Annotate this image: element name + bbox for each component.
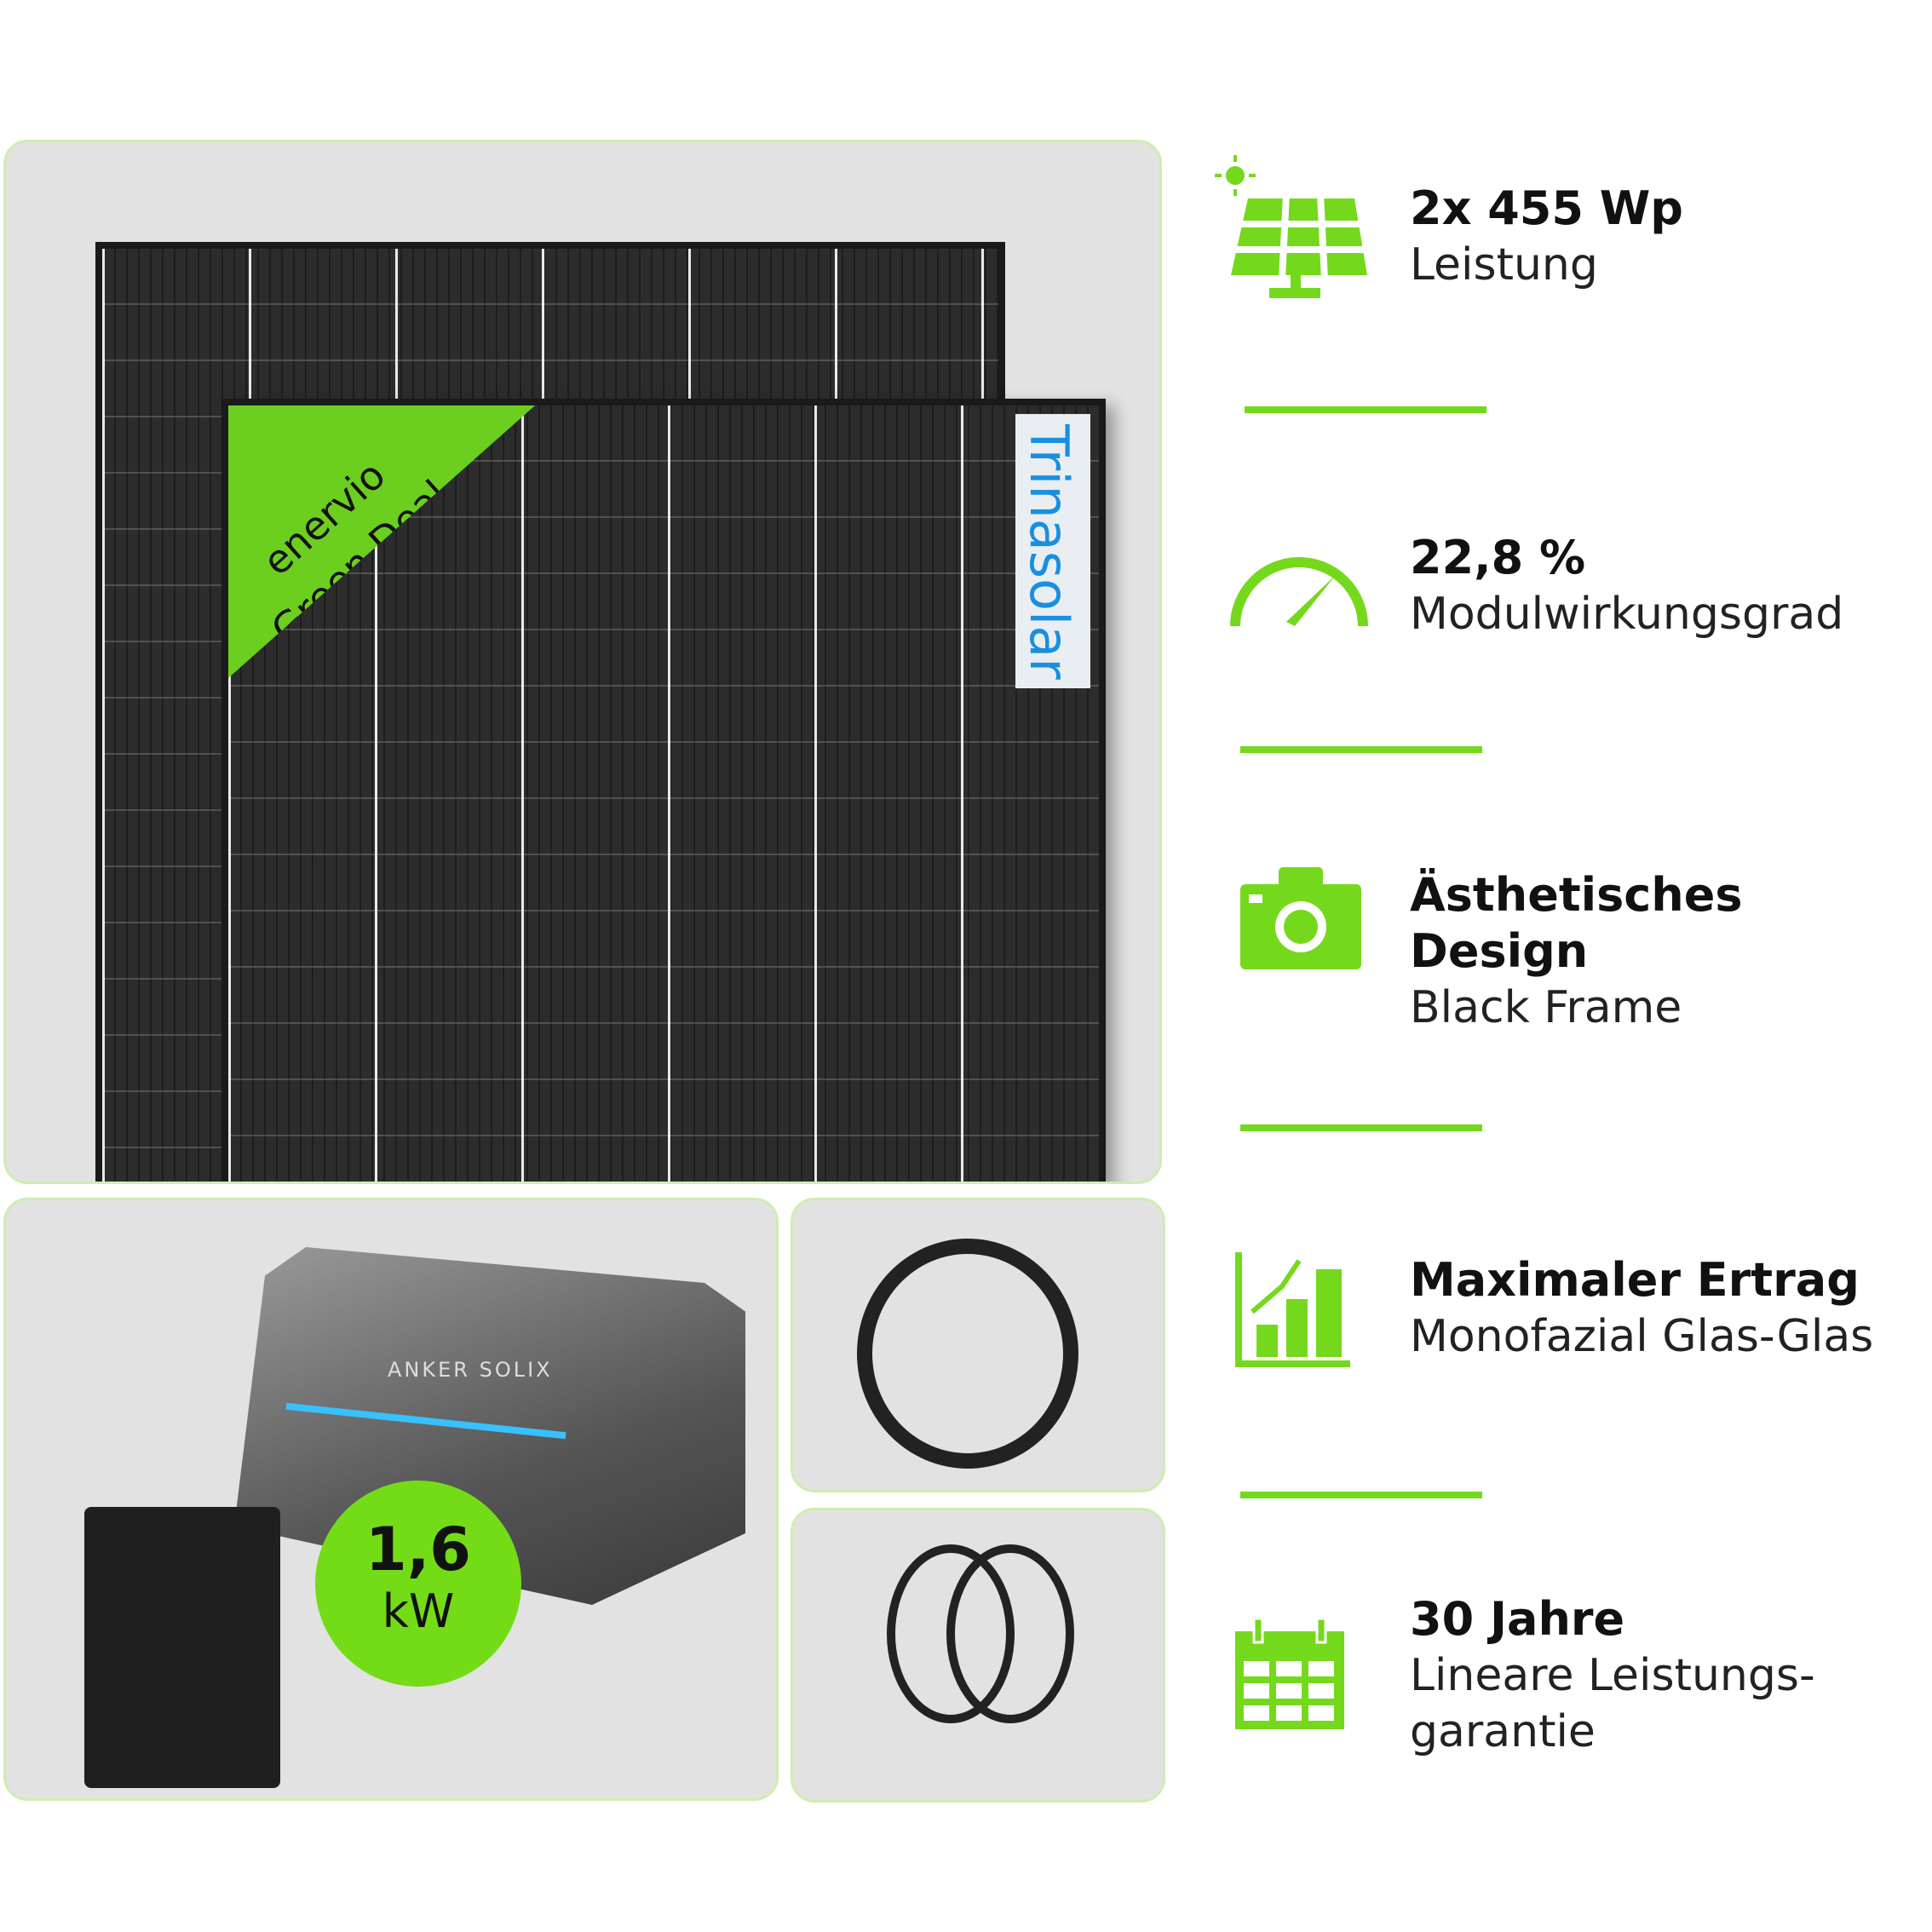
calendar-icon	[1235, 1619, 1344, 1729]
feature-efficiency: 22,8 % Modulwirkungsgrad	[1410, 531, 1844, 640]
green-deal-banner: enervio Green Deal	[228, 405, 535, 678]
trinasolar-label: Trinasolar	[1015, 414, 1090, 688]
camera-icon	[1240, 867, 1361, 969]
divider	[1240, 1492, 1482, 1498]
solar-panel-icon	[1215, 155, 1367, 298]
dc-cable-box	[791, 1508, 1165, 1803]
power-badge: 1,6 kW	[315, 1481, 521, 1687]
front-solar-panel: enervio Green Deal Trinasolar	[221, 399, 1106, 1182]
feature-yield: Maximaler Ertrag Monofazial Glas-Glas	[1410, 1253, 1874, 1362]
speedometer-icon	[1230, 557, 1368, 627]
feature-design: Ästhetisches Design Black Frame	[1410, 868, 1743, 1033]
battery-brand: ANKER SOLIX	[388, 1358, 553, 1382]
divider	[1240, 746, 1482, 753]
bar-chart-icon	[1235, 1252, 1350, 1367]
divider	[1245, 406, 1486, 413]
battery-light-bar	[285, 1402, 566, 1440]
feature-warranty: 30 Jahre Lineare Leistungs- garantie	[1410, 1592, 1815, 1757]
ac-cable-box	[791, 1198, 1165, 1492]
solar-panels-box: enervio Green Deal Trinasolar	[3, 140, 1162, 1184]
power-unit: kW	[382, 1584, 455, 1638]
feature-power: 2x 455 Wp Leistung	[1410, 181, 1683, 290]
divider	[1240, 1124, 1482, 1131]
smart-meter-image	[84, 1507, 280, 1788]
ac-cable-image	[857, 1239, 1078, 1469]
power-value: 1,6	[365, 1515, 471, 1584]
